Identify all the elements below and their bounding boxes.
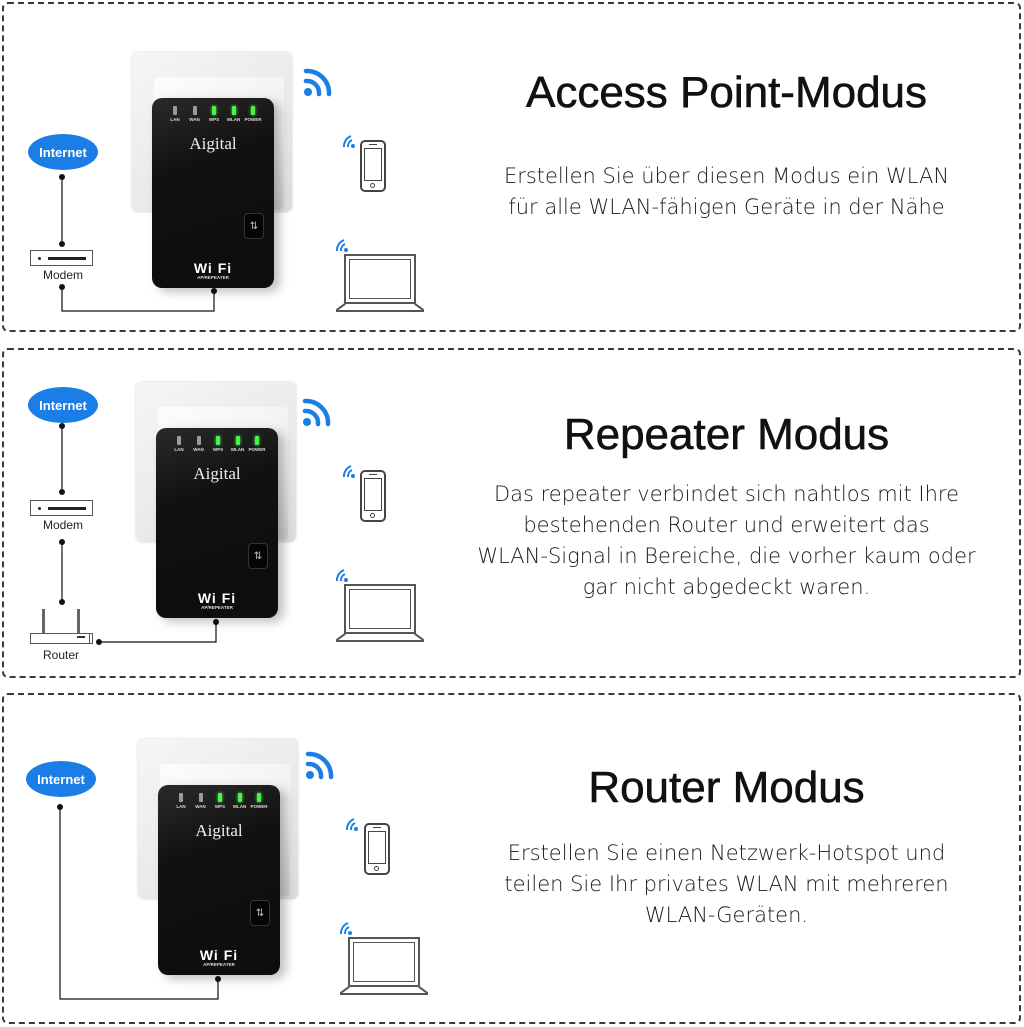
description-line: WLAN-Signal in Bereiche, die vorher kaum… [477, 544, 976, 568]
modem-icon [30, 500, 93, 516]
router-label: Router [42, 648, 80, 662]
description-line: bestehenden Router und erweitert das [523, 513, 930, 537]
mode-title: Repeater Modus [563, 410, 890, 460]
laptop-icon [335, 254, 425, 312]
led-wlan: WLAN [231, 793, 249, 809]
mode-title: Access Point-Modus [525, 68, 928, 118]
wps-button-icon: ⇅ [248, 543, 268, 569]
wire-modem-extender [61, 287, 215, 312]
description-line: teilen Sie Ihr privates WLAN mit mehrere… [504, 872, 949, 896]
modem-label: Modem [42, 518, 83, 532]
led-lan: LAN [172, 793, 190, 809]
description-line: Erstellen Sie über diesen Modus ein WLAN [503, 164, 950, 188]
panel-repeater-mode: Internet Modem Router LAN WAN WPS WLAN P… [2, 348, 1021, 678]
internet-label: Internet [39, 144, 87, 160]
internet-label: Internet [37, 771, 85, 787]
brand-logo: Aigital [189, 134, 237, 153]
wifi-signal-icon [342, 465, 355, 478]
led-wps: WPS [209, 436, 227, 452]
panel-router-mode: Internet LAN WAN WPS WLAN POWER Aigital … [2, 693, 1021, 1024]
led-wps: WPS [205, 106, 223, 122]
modem-icon [30, 250, 93, 266]
wire-dot [59, 284, 65, 290]
wire-internet-extender [59, 807, 219, 1000]
mode-text: Access Point-Modus Erstellen Sie über di… [434, 4, 1019, 330]
internet-cloud: Internet [28, 134, 98, 170]
mode-description: Erstellen Sie über diesen Modus ein WLAN… [434, 161, 1019, 223]
led-power: POWER [244, 106, 262, 122]
smartphone-icon [360, 470, 386, 522]
mode-description: Erstellen Sie einen Netzwerk-Hotspot und… [434, 838, 1019, 931]
wifi-signal-icon [305, 751, 334, 780]
wire-dot [59, 174, 65, 180]
connection-wires [59, 174, 217, 312]
led-wlan: WLAN [229, 436, 247, 452]
mode-text: Repeater Modus Das repeater verbindet si… [434, 350, 1019, 676]
led-wan: WAN [190, 436, 208, 452]
wifi-signal-icon [303, 68, 332, 97]
panel-access-point-mode: Internet Modem LAN WAN WPS WLAN POWER Ai… [2, 2, 1021, 332]
brand-logo: Aigital [193, 464, 241, 483]
smartphone-icon [364, 823, 390, 875]
wifi-signal-icon [335, 569, 348, 582]
description-line: Erstellen Sie einen Netzwerk-Hotspot und [507, 841, 946, 865]
wifi-signal-icon [302, 398, 331, 427]
wifi-signal-icon [345, 818, 358, 831]
wps-button-icon: ⇅ [244, 213, 264, 239]
led-lan: LAN [166, 106, 184, 122]
internet-cloud: Internet [26, 761, 96, 797]
router-mode-diagram: Internet LAN WAN WPS WLAN POWER Aigital … [4, 695, 434, 1022]
wifi-signal-icon [342, 135, 355, 148]
led-indicators: LAN WAN WPS WLAN POWER [172, 793, 268, 809]
led-wlan: WLAN [225, 106, 243, 122]
repeater-diagram: Internet Modem Router LAN WAN WPS WLAN P… [4, 350, 434, 676]
led-wan: WAN [186, 106, 204, 122]
mode-text: Router Modus Erstellen Sie einen Netzwer… [434, 695, 1019, 1022]
wps-button-icon: ⇅ [250, 900, 270, 926]
wire-dot [211, 288, 217, 294]
mode-description: Das repeater verbindet sich nahtlos mit … [434, 479, 1019, 603]
led-wan: WAN [192, 793, 210, 809]
description-line: Das repeater verbindet sich nahtlos mit … [493, 482, 960, 506]
laptop-icon [335, 584, 425, 642]
smartphone-icon [360, 140, 386, 192]
led-power: POWER [250, 793, 268, 809]
brand-logo: Aigital [195, 821, 243, 840]
led-wps: WPS [211, 793, 229, 809]
access-point-diagram: Internet Modem LAN WAN WPS WLAN POWER Ai… [4, 4, 434, 330]
wire-dot [59, 241, 65, 247]
led-indicators: LAN WAN WPS WLAN POWER [170, 436, 266, 452]
wifi-signal-icon [339, 922, 352, 935]
description-line: WLAN-Geräten. [644, 903, 809, 927]
wire-router-extender [99, 622, 217, 643]
led-power: POWER [248, 436, 266, 452]
internet-cloud: Internet [28, 387, 98, 423]
connection-wires [59, 423, 219, 645]
mode-title: Router Modus [588, 763, 865, 813]
description-line: gar nicht abgedeckt waren. [582, 575, 871, 599]
led-indicators: LAN WAN WPS WLAN POWER [166, 106, 262, 122]
router-icon [30, 609, 93, 644]
led-lan: LAN [170, 436, 188, 452]
connection-wires [57, 804, 221, 1000]
laptop-icon [339, 937, 429, 995]
wifi-signal-icon [335, 239, 348, 252]
modem-label: Modem [42, 268, 83, 282]
internet-label: Internet [39, 397, 87, 413]
description-line: für alle WLAN-fähigen Geräte in der Nähe [508, 195, 945, 219]
